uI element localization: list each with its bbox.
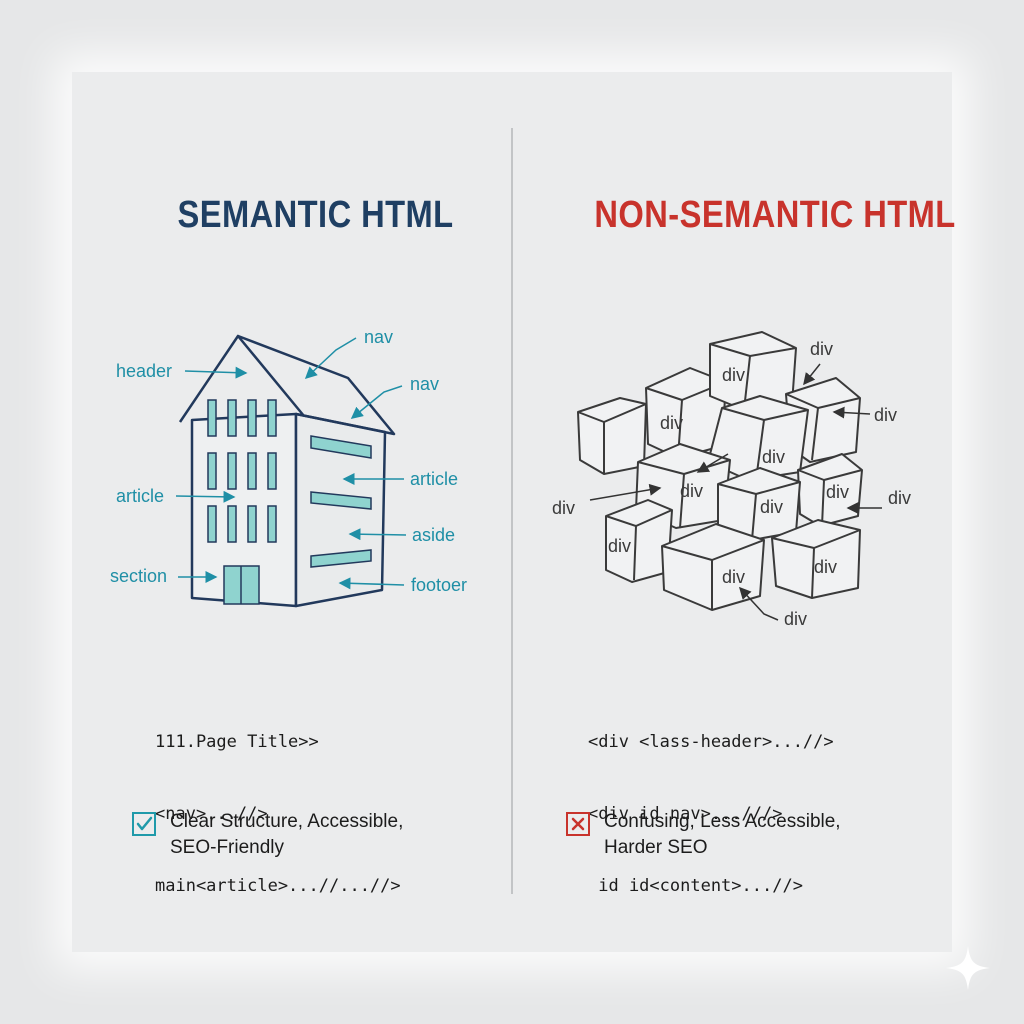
semantic-title: SEMANTIC HTML [177,194,454,236]
code-line: main<article>...//...//> [155,876,401,896]
verdict-line: Clear Structure, Accessible, [170,811,404,832]
code-line: <nav>...//> [155,804,268,824]
code-line: id id<content>...//> [588,876,803,896]
code-line: <div id nav>...///> [588,804,783,824]
non-semantic-code-snippet: <div <lass-header>...//> <div id nav>...… [588,682,834,922]
verdict-line: Harder SEO [604,837,708,858]
semantic-code-snippet: 111.Page Title>> <nav>...//> main<articl… [155,682,401,922]
code-line: <div <lass-header>...//> [588,732,834,752]
code-line: 111.Page Title>> [155,732,319,752]
check-icon [132,812,156,836]
non-semantic-title: NON-SEMANTIC HTML [594,194,956,236]
semantic-verdict: Clear Structure, Accessible, SEO-Friendl… [170,809,403,861]
sparkle-icon [946,946,990,990]
center-divider [511,128,513,894]
verdict-line: SEO-Friendly [170,837,285,858]
verdict-line: Confusing, Less Accessible, [604,811,841,832]
cross-icon [566,812,590,836]
non-semantic-verdict: Confusing, Less Accessible, Harder SEO [604,809,841,861]
